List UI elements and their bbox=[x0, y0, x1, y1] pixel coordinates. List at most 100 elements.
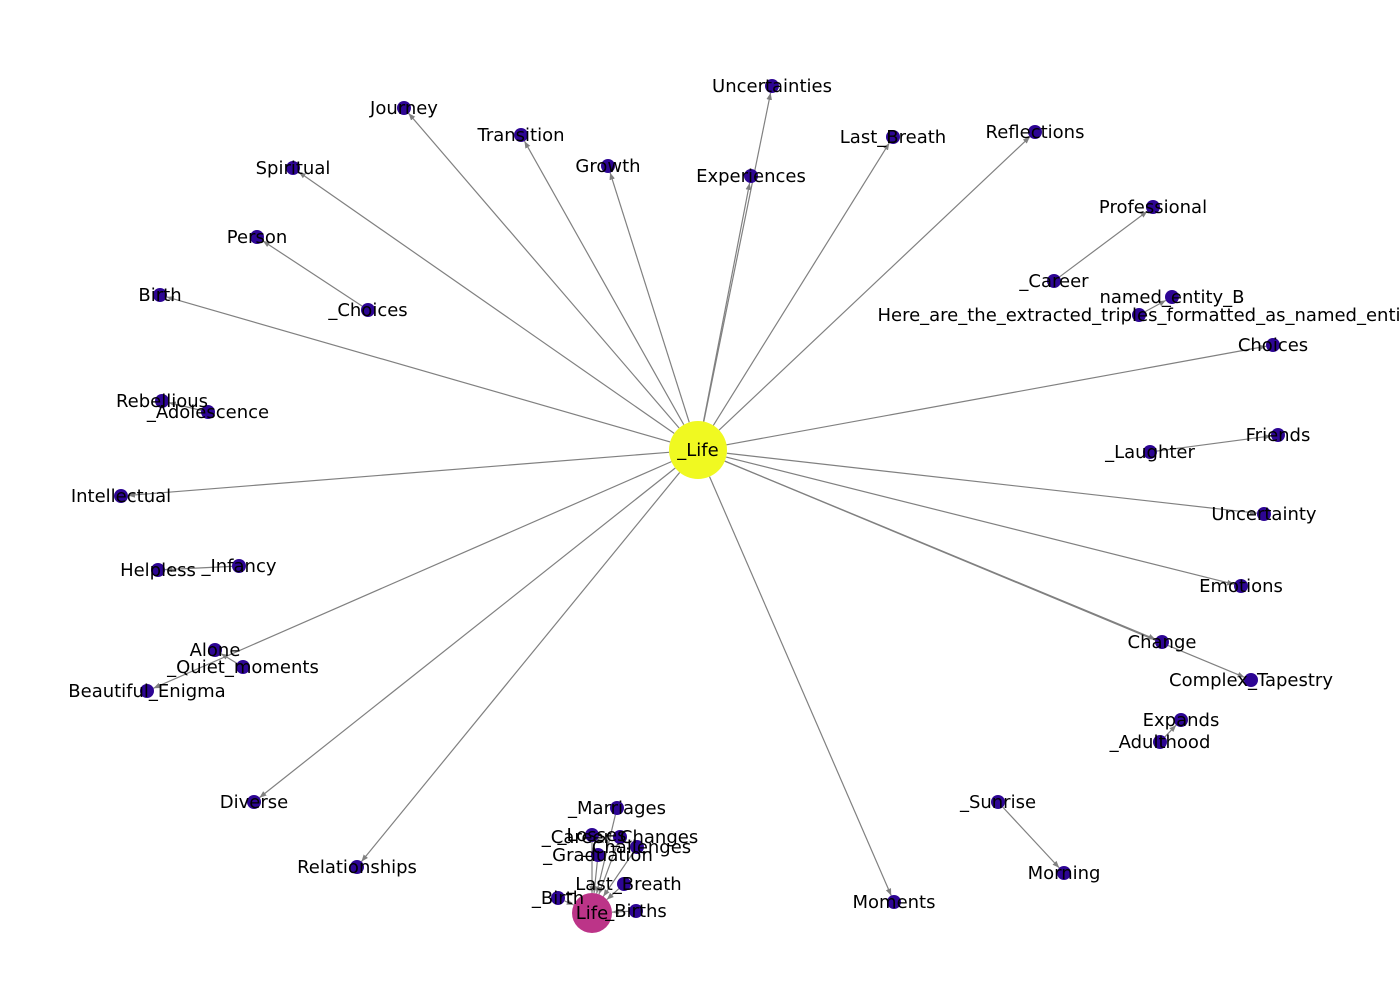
node-adolescence[interactable] bbox=[201, 405, 215, 419]
node-professional[interactable] bbox=[1146, 200, 1160, 214]
node-adulthood[interactable] bbox=[1153, 735, 1167, 749]
node-expands[interactable] bbox=[1174, 713, 1188, 727]
edge-life-to-intellectual bbox=[127, 451, 670, 498]
edge-life-to-spiritual bbox=[298, 171, 675, 434]
node-birth_u[interactable] bbox=[551, 891, 565, 905]
node-label-quiet: _Quiet_moments bbox=[166, 657, 319, 678]
edge-life-to-journey bbox=[408, 112, 680, 429]
node-label-named_entity_b: named_entity_B bbox=[1099, 287, 1244, 308]
node-friends[interactable] bbox=[1271, 428, 1285, 442]
node-label-career: _Career bbox=[1018, 271, 1089, 292]
node-label-challenges: _Challenges bbox=[582, 837, 691, 858]
node-change[interactable] bbox=[1155, 635, 1169, 649]
edge-extracted-to-named_entity_b bbox=[1144, 299, 1167, 313]
node-helpless[interactable] bbox=[151, 563, 165, 577]
node-label-person: Person bbox=[227, 227, 288, 248]
edge-sunrise-to-morning bbox=[1002, 806, 1060, 869]
edge-life-to-uncertainty bbox=[726, 452, 1258, 516]
node-relationships[interactable] bbox=[350, 860, 364, 874]
node-label-losses: _Losses bbox=[557, 825, 627, 846]
node-uncertainty[interactable] bbox=[1257, 507, 1271, 521]
node-uncertainties[interactable] bbox=[765, 79, 779, 93]
edge-life-to-relationships bbox=[360, 472, 681, 862]
node-birth[interactable] bbox=[153, 288, 167, 302]
node-career_changes[interactable] bbox=[613, 830, 627, 844]
edge-last_breath_u-to-life2 bbox=[606, 888, 620, 901]
node-label-birth: Birth bbox=[138, 285, 181, 306]
node-label-morning: Morning bbox=[1028, 863, 1101, 884]
node-tapestry[interactable] bbox=[1244, 673, 1258, 687]
edge-career-to-professional bbox=[1059, 210, 1148, 278]
node-alone[interactable] bbox=[208, 643, 222, 657]
node-last_breath_top[interactable] bbox=[886, 130, 900, 144]
node-label-moments: Moments bbox=[853, 892, 936, 913]
edge-adolescence-to-rebellious bbox=[168, 401, 202, 411]
node-diverse[interactable] bbox=[247, 795, 261, 809]
node-morning[interactable] bbox=[1057, 866, 1071, 880]
node-journey[interactable] bbox=[397, 101, 411, 115]
node-choices[interactable] bbox=[1266, 338, 1280, 352]
node-quiet[interactable] bbox=[236, 660, 250, 674]
node-label-graduation: _Graduation bbox=[542, 845, 653, 866]
edge-adulthood-to-expands bbox=[1164, 724, 1177, 738]
node-label-choices_u: _Choices bbox=[327, 300, 407, 321]
node-rebellious[interactable] bbox=[155, 394, 169, 408]
node-graduation[interactable] bbox=[591, 848, 605, 862]
node-extracted[interactable] bbox=[1132, 308, 1146, 322]
node-label-tapestry: Complex_Tapestry bbox=[1169, 670, 1333, 691]
node-label-growth: Growth bbox=[575, 156, 640, 177]
node-intellectual[interactable] bbox=[114, 489, 128, 503]
edge-life-to-transition bbox=[523, 140, 685, 426]
node-emotions[interactable] bbox=[1234, 579, 1248, 593]
edge-life-to-experiences bbox=[702, 182, 752, 422]
node-label-life2: Life bbox=[576, 903, 608, 924]
node-infancy[interactable] bbox=[232, 559, 246, 573]
node-transition[interactable] bbox=[514, 128, 528, 142]
node-experiences[interactable] bbox=[744, 169, 758, 183]
node-label-helpless: Helpless bbox=[120, 560, 196, 581]
node-label-rebellious: Rebellious bbox=[116, 391, 208, 412]
node-growth[interactable] bbox=[601, 159, 615, 173]
node-losses[interactable] bbox=[585, 828, 599, 842]
node-marriages[interactable] bbox=[610, 801, 624, 815]
edge-births-to-life2 bbox=[611, 908, 630, 915]
node-label-laughter: _Laughter bbox=[1104, 442, 1195, 463]
node-label-professional: Professional bbox=[1099, 197, 1207, 218]
edge-life-to-birth bbox=[166, 296, 671, 443]
node-label-adulthood: _Adulthood bbox=[1109, 732, 1211, 753]
node-label-births: _Births bbox=[604, 901, 667, 922]
node-career[interactable] bbox=[1047, 274, 1061, 288]
node-label-uncertainties: Uncertainties bbox=[712, 76, 832, 97]
node-label-uncertainty: Uncertainty bbox=[1211, 504, 1317, 525]
node-label-infancy: _Infancy bbox=[200, 556, 276, 577]
node-births[interactable] bbox=[629, 904, 643, 918]
edge-life-to-growth bbox=[609, 172, 690, 423]
node-label-marriages: _Marriages bbox=[567, 798, 666, 819]
node-label-intellectual: Intellectual bbox=[71, 486, 171, 507]
node-label-last_breath_top: Last_Breath bbox=[840, 127, 946, 148]
edge-graduation-to-life2 bbox=[591, 861, 598, 894]
node-label-life: _Life bbox=[676, 440, 718, 461]
node-person[interactable] bbox=[250, 230, 264, 244]
node-life[interactable] bbox=[669, 421, 727, 479]
node-sunrise[interactable] bbox=[991, 795, 1005, 809]
node-choices_u[interactable] bbox=[361, 303, 375, 317]
node-last_breath_u[interactable] bbox=[617, 877, 631, 891]
node-reflections[interactable] bbox=[1028, 125, 1042, 139]
node-label-journey: Journey bbox=[369, 98, 438, 119]
node-laughter[interactable] bbox=[1143, 445, 1157, 459]
node-beautiful[interactable] bbox=[140, 684, 154, 698]
node-challenges[interactable] bbox=[630, 840, 644, 854]
node-named_entity_b[interactable] bbox=[1165, 290, 1179, 304]
node-spiritual[interactable] bbox=[286, 161, 300, 175]
node-label-last_breath_u: _Last_Breath bbox=[565, 874, 681, 895]
node-label-diverse: Diverse bbox=[220, 792, 288, 813]
node-label-relationships: Relationships bbox=[297, 857, 417, 878]
node-life2[interactable] bbox=[572, 893, 612, 933]
node-moments[interactable] bbox=[887, 895, 901, 909]
node-label-spiritual: Spiritual bbox=[256, 158, 331, 179]
edge-career_changes-to-life2 bbox=[598, 843, 619, 895]
node-label-transition: Transition bbox=[476, 125, 564, 146]
